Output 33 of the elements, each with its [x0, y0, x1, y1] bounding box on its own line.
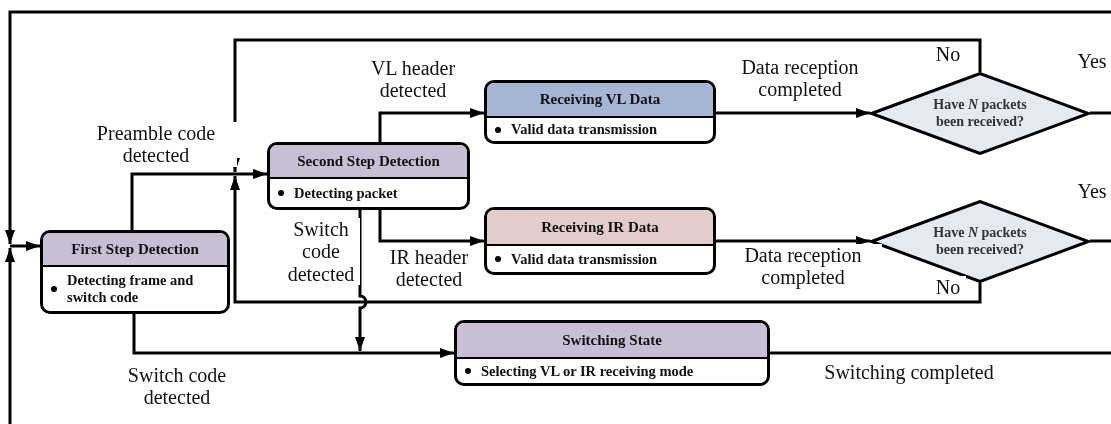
state-box — [40, 230, 230, 314]
connector-line — [1090, 111, 1111, 115]
state-box — [484, 207, 716, 275]
state-box — [454, 320, 770, 386]
bullet-item: Valid data transmission — [511, 250, 658, 268]
state-title: Second Step Detection — [297, 152, 440, 170]
arrow — [235, 169, 267, 179]
arrow — [5, 248, 15, 424]
arrow — [230, 176, 982, 304]
state-box — [484, 80, 716, 144]
arrow — [716, 108, 870, 118]
state-title: First Step Detection — [71, 240, 199, 258]
bullet-item: Selecting VL or IR receiving mode — [481, 362, 694, 380]
state-title: Receiving VL Data — [539, 91, 661, 108]
decision-text: Have N packets been received? — [932, 96, 1028, 131]
bullet-item: Detecting packet — [294, 184, 398, 202]
bullet-item: Valid data transmission — [511, 121, 658, 138]
arrow — [355, 210, 368, 351]
decision-diamond — [870, 72, 1090, 155]
arrow — [5, 10, 1111, 244]
state-title: Switching State — [562, 331, 662, 349]
decision-text: Have N packets been received? — [932, 224, 1028, 259]
arrow — [10, 241, 40, 251]
arrow — [378, 108, 484, 142]
connector-line — [770, 351, 1111, 355]
connector-line — [1090, 239, 1111, 243]
arrow — [230, 38, 982, 172]
bullet-item: Detecting frame and switch code — [67, 272, 195, 306]
arrow — [378, 210, 484, 246]
arrow — [716, 236, 870, 246]
arrow — [360, 348, 454, 358]
state-title: Receiving IR Data — [541, 218, 659, 236]
state-box — [267, 142, 470, 210]
